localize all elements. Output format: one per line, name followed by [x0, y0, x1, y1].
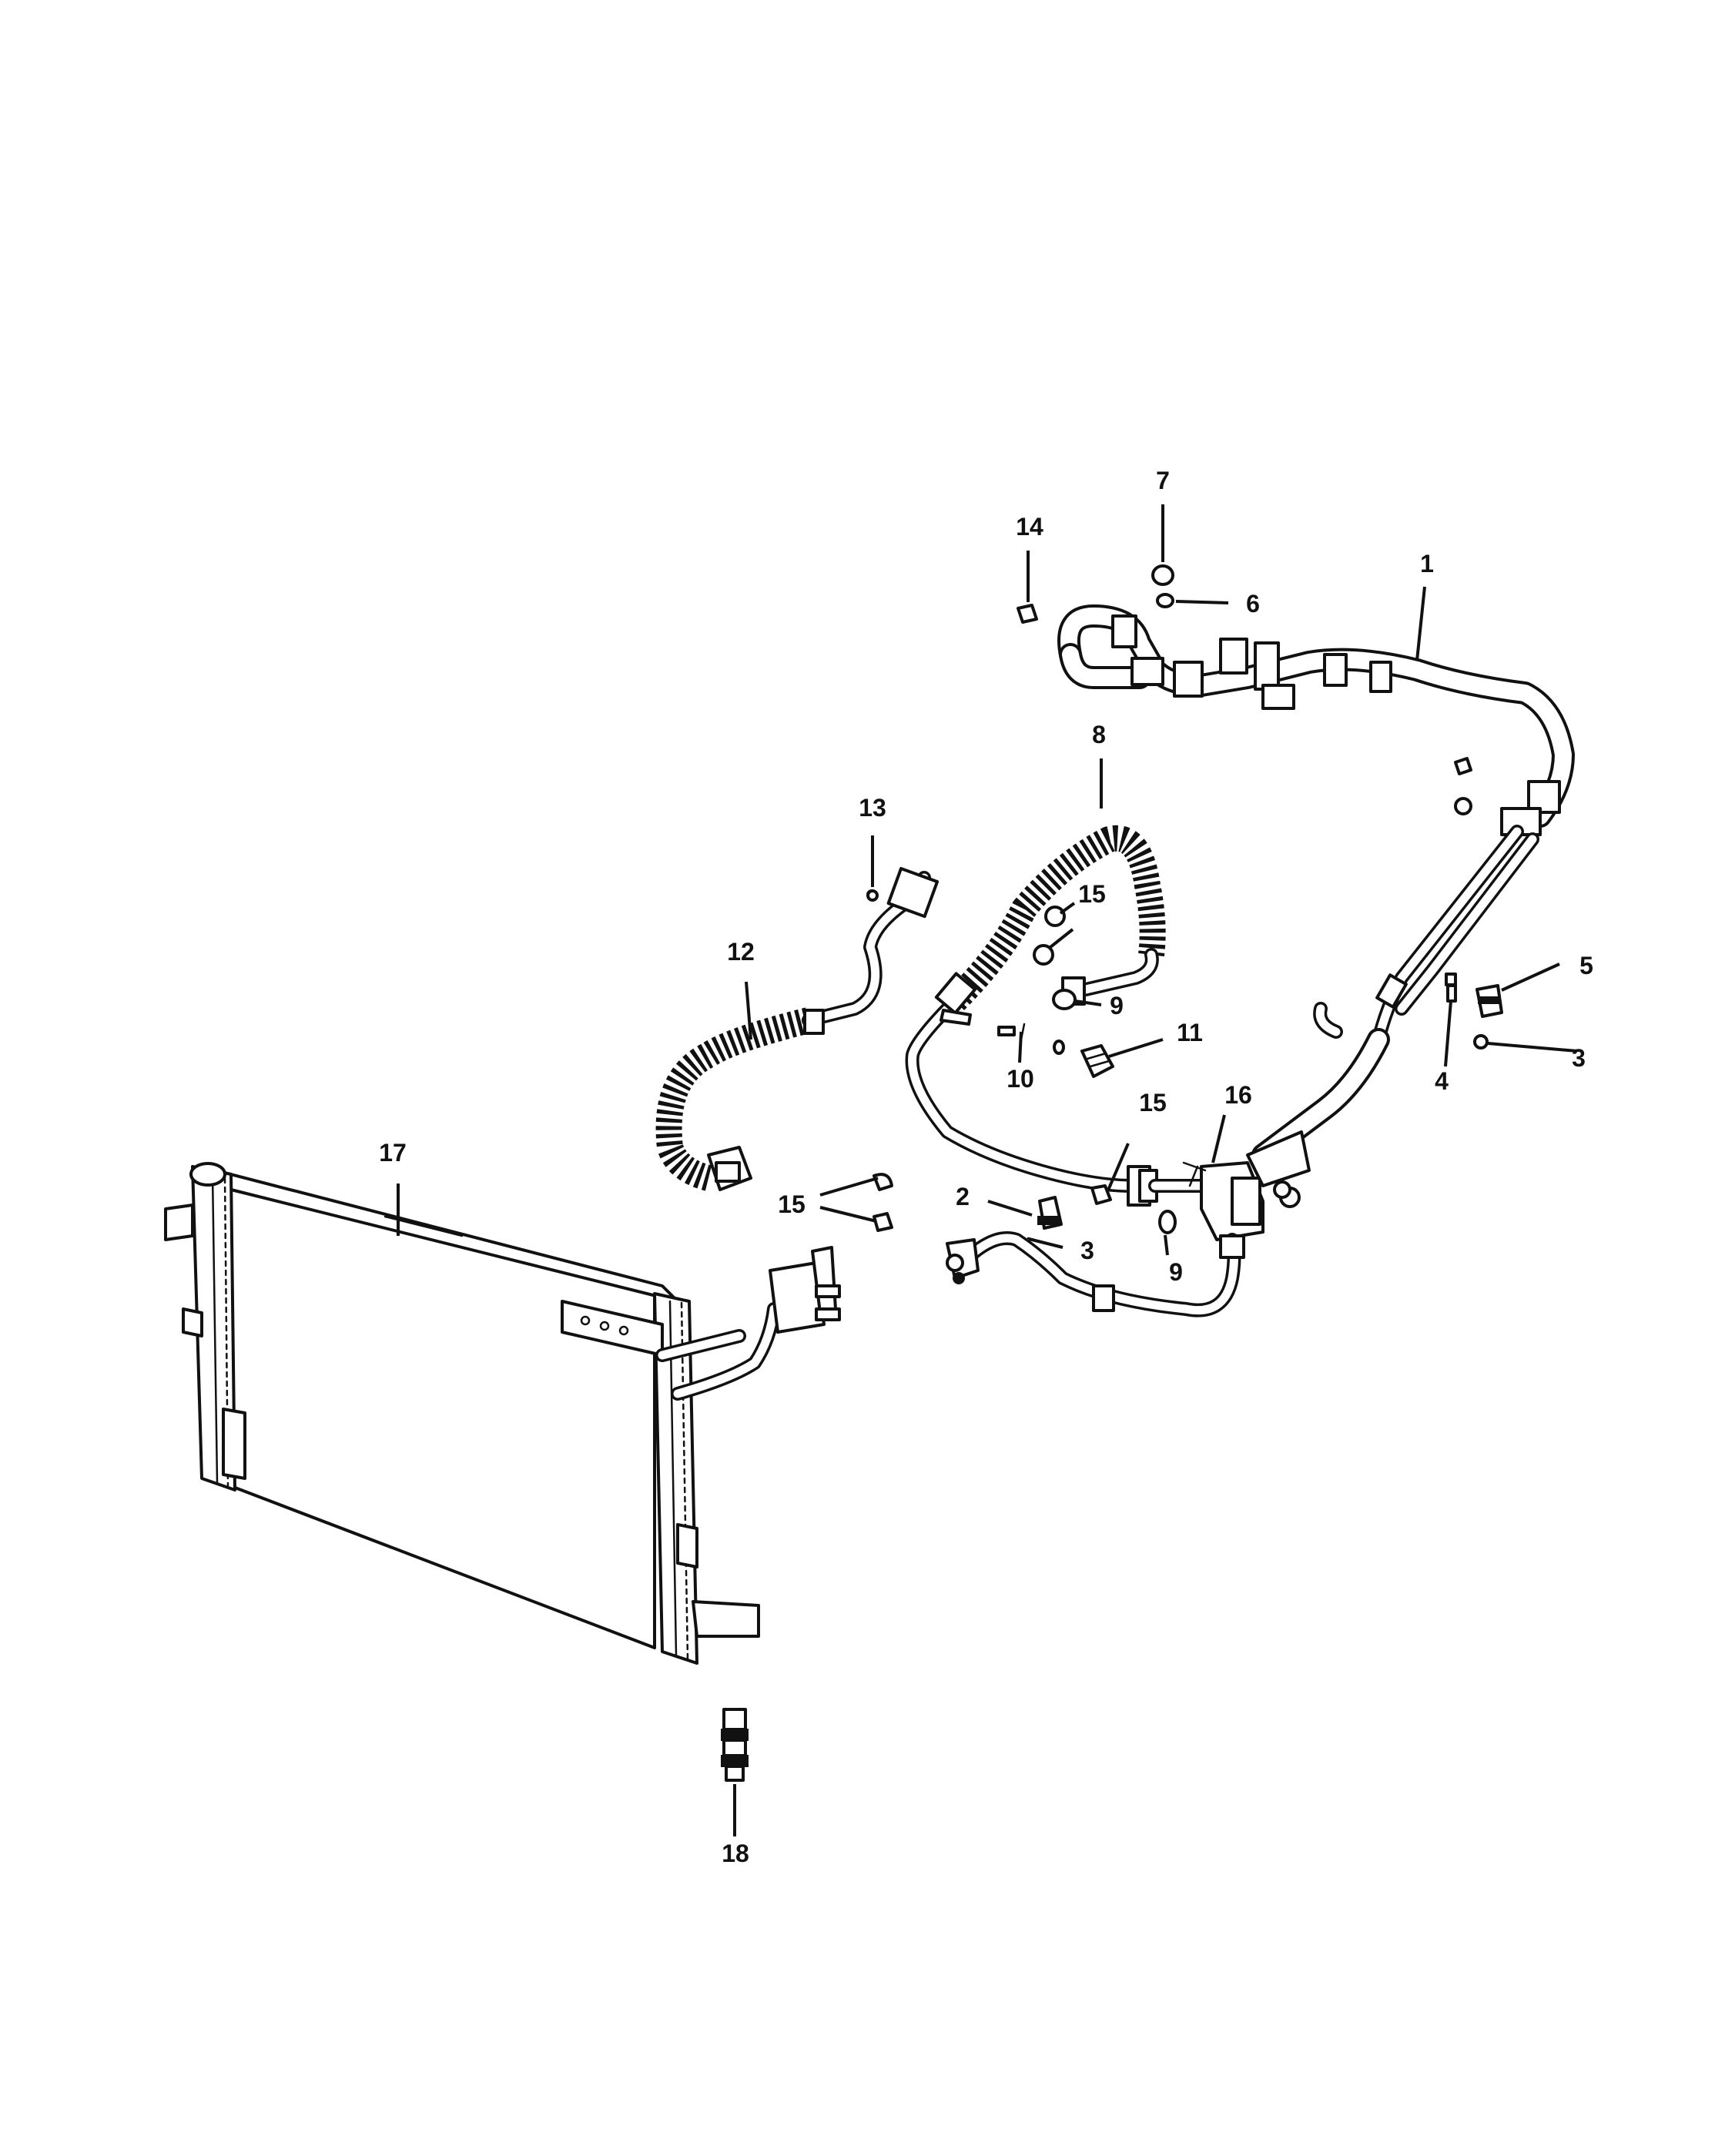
part-15-nut-b [1090, 1184, 1112, 1205]
callout-3-lower: 3 [1080, 1237, 1094, 1264]
part-13-oring [866, 889, 879, 902]
part-2-switch [1037, 1196, 1063, 1230]
part-16-bolt [1182, 1161, 1207, 1187]
part-15-nut-a [1033, 906, 1066, 966]
callout-16: 16 [1224, 1081, 1252, 1109]
part-12-hose [655, 866, 940, 1191]
callout-10: 10 [1007, 1065, 1034, 1093]
callout-18: 18 [722, 1840, 749, 1867]
callout-11: 11 [1177, 1019, 1203, 1046]
callout-12: 12 [727, 938, 755, 966]
callout-15-left: 15 [778, 1190, 806, 1218]
callout-15-upper: 15 [1078, 880, 1106, 908]
callouts: 1 2 3 3 4 5 6 7 8 9 9 10 11 12 13 14 15 … [379, 467, 1593, 1867]
callout-6: 6 [1246, 590, 1260, 618]
callout-13: 13 [859, 794, 886, 822]
part-6-oring [1156, 593, 1174, 608]
callout-7: 7 [1156, 467, 1170, 494]
callout-15-mid: 15 [1139, 1089, 1167, 1116]
callout-4: 4 [1435, 1067, 1449, 1095]
callout-14: 14 [1016, 513, 1043, 541]
part-9-oring-upper [1052, 989, 1077, 1010]
callout-1: 1 [1420, 550, 1434, 578]
part-9-oring-lower [1158, 1210, 1177, 1234]
part-10-studs [940, 1009, 1065, 1055]
part-3-oring-upper [1473, 1034, 1489, 1050]
part-15-nut-c [873, 1173, 893, 1232]
part-8-hose [905, 825, 1208, 1207]
part-liquid-line [946, 1231, 1245, 1317]
callout-2: 2 [956, 1183, 970, 1210]
callout-5: 5 [1579, 952, 1593, 979]
callout-9-upper: 9 [1110, 992, 1124, 1019]
callout-8: 8 [1092, 721, 1106, 748]
part-18-fitting [721, 1708, 749, 1782]
callout-17: 17 [379, 1139, 407, 1167]
part-7-oring [1151, 564, 1174, 586]
callout-9-lower: 9 [1169, 1258, 1183, 1286]
part-5-cap [1475, 984, 1503, 1018]
part-1-line [1057, 604, 1575, 1241]
callout-3-upper: 3 [1572, 1044, 1586, 1072]
part-11-filter [1080, 1044, 1114, 1078]
part-4-valve [1445, 973, 1457, 1003]
part-14-nut [1017, 604, 1038, 624]
part-17-condenser [164, 1162, 841, 1665]
leader-lines [397, 504, 1578, 1836]
